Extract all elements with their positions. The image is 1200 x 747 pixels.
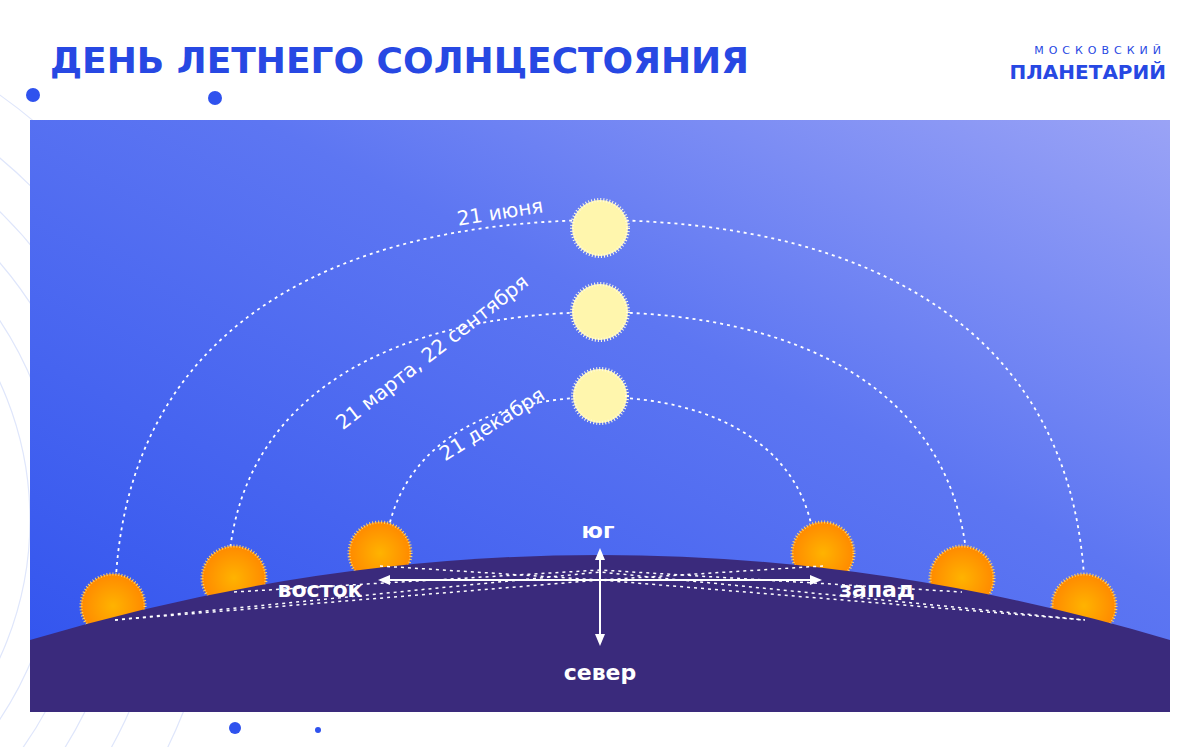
orbit-dot: [26, 88, 40, 102]
noon-suns: [572, 200, 628, 423]
orbit-dot: [315, 727, 321, 733]
orbit-dot: [208, 91, 222, 105]
direction-label: восток: [278, 577, 363, 602]
logo-top: МОСКОВСКИЙ: [1034, 44, 1166, 57]
compass-arrows: [378, 548, 822, 646]
direction-label: север: [564, 660, 637, 685]
ground: [30, 555, 1170, 712]
sun-paths: [115, 220, 1085, 600]
orbit-dot: [229, 722, 241, 734]
sky: [30, 120, 1170, 712]
direction-label: запад: [839, 577, 914, 602]
direction-label: юг: [582, 518, 615, 543]
logo-main: ПЛАНЕТАРИЙ: [1010, 60, 1166, 84]
title: ДЕНЬ ЛЕТНЕГО СОЛНЦЕСТОЯНИЯ: [50, 40, 749, 81]
